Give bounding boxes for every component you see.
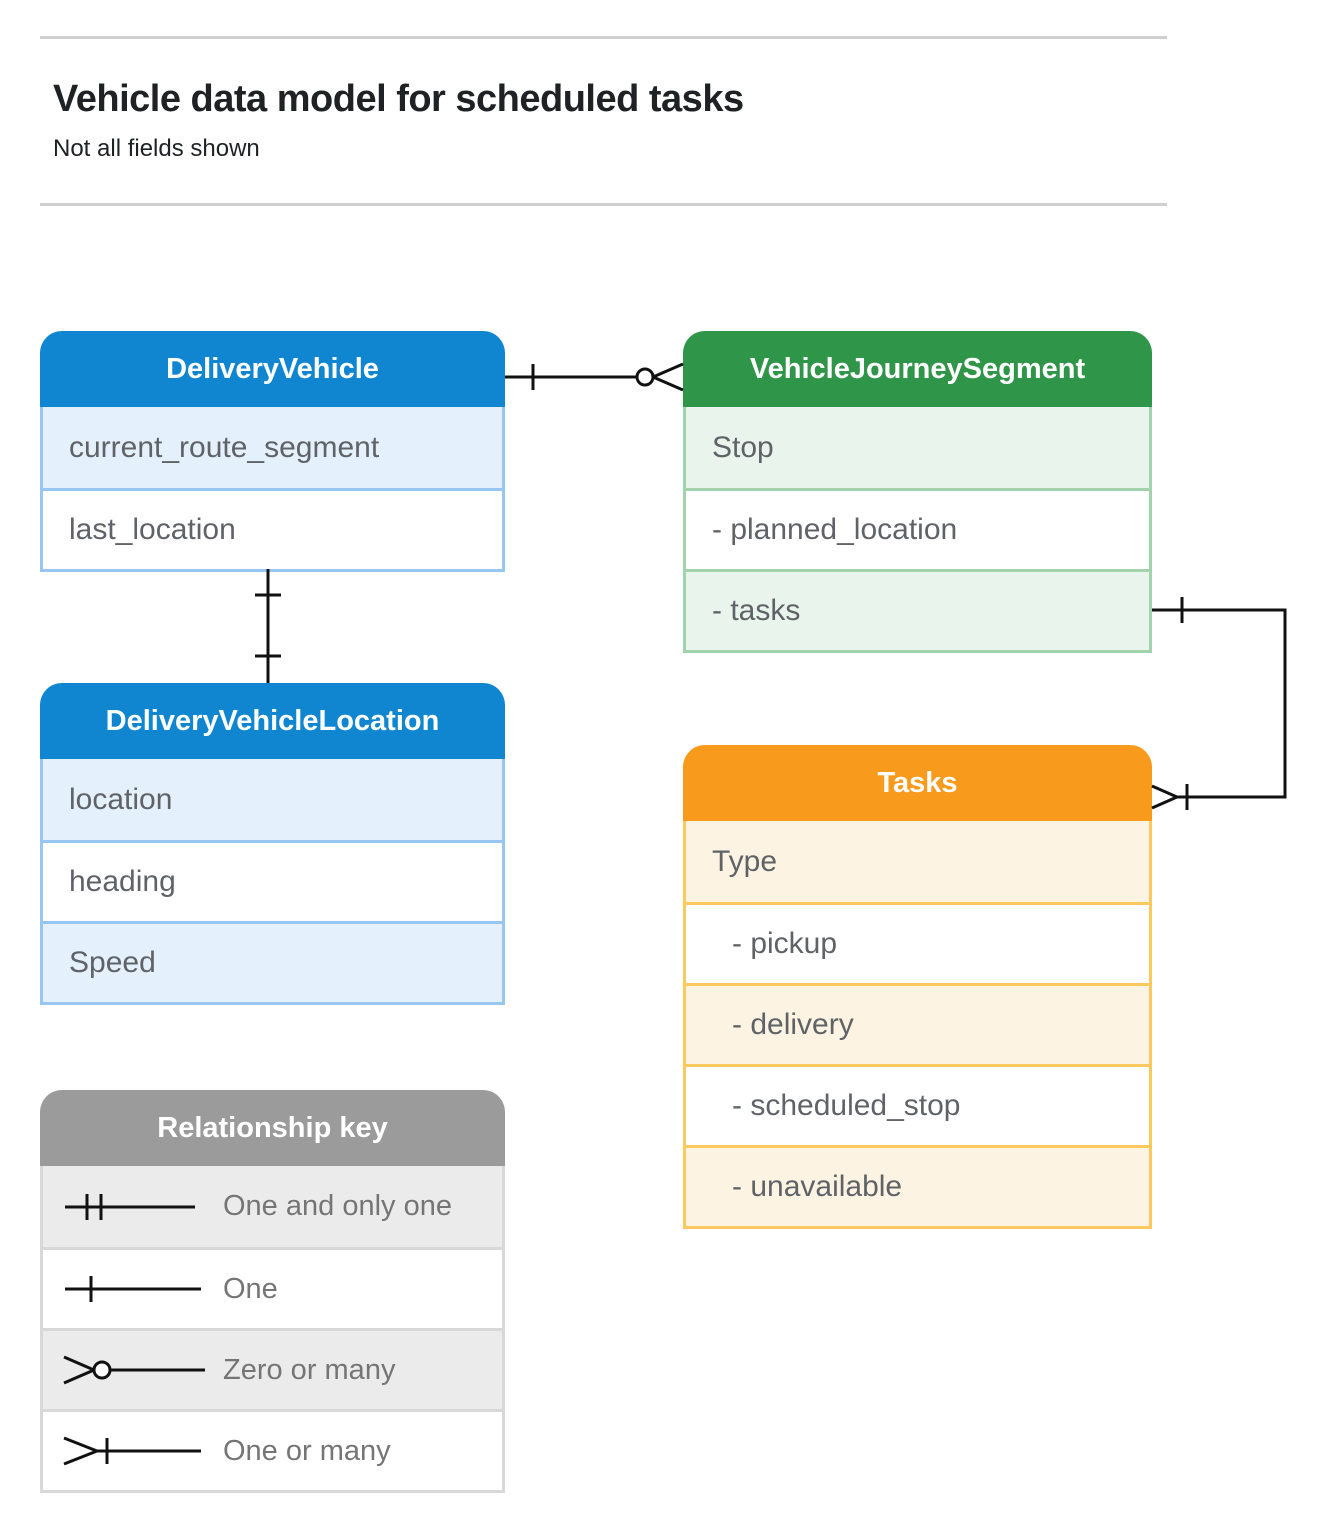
legend-label: One and only one	[223, 1190, 452, 1222]
field-row-unavailable: - unavailable	[686, 1145, 1149, 1226]
legend-label: Zero or many	[223, 1353, 396, 1386]
entity-vehicle-journey-segment: VehicleJourneySegment Stop - planned_loc…	[683, 331, 1152, 653]
zero-or-many-icon	[63, 1355, 205, 1385]
top-divider	[40, 36, 1167, 39]
legend-label: One or many	[223, 1434, 391, 1467]
legend-label: One	[223, 1272, 278, 1305]
entity-body-delivery-vehicle: current_route_segment last_location	[40, 407, 505, 572]
legend-item-one-or-many: One or many	[43, 1409, 502, 1490]
legend-item-one-and-only-one: One and only one	[43, 1166, 502, 1247]
entity-delivery-vehicle: DeliveryVehicle current_route_segment la…	[40, 331, 505, 572]
entity-header-delivery-vehicle: DeliveryVehicle	[40, 331, 505, 407]
connector-deliveryvehicle-deliveryvehiclelocation	[255, 569, 281, 683]
field-row-scheduled-stop: - scheduled_stop	[686, 1064, 1149, 1145]
entity-body-vehicle-journey-segment: Stop - planned_location - tasks	[683, 407, 1152, 653]
relationship-key-header: Relationship key	[40, 1090, 505, 1166]
one-icon	[65, 1276, 201, 1302]
relationship-key-body: One and only one One	[40, 1166, 505, 1493]
entity-header-vehicle-journey-segment: VehicleJourneySegment	[683, 331, 1152, 407]
field-row-pickup: - pickup	[686, 902, 1149, 983]
one-and-only-one-icon	[65, 1193, 195, 1220]
entity-header-delivery-vehicle-location: DeliveryVehicleLocation	[40, 683, 505, 759]
field-row-stop: Stop	[686, 407, 1149, 488]
page-title: Vehicle data model for scheduled tasks	[53, 78, 744, 120]
field-row-type: Type	[686, 821, 1149, 902]
entity-header-tasks: Tasks	[683, 745, 1152, 821]
field-row-heading: heading	[43, 840, 502, 921]
entity-delivery-vehicle-location: DeliveryVehicleLocation location heading…	[40, 683, 505, 1005]
field-row-tasks: - tasks	[686, 569, 1149, 650]
field-row-speed: Speed	[43, 921, 502, 1002]
field-row-current-route-segment: current_route_segment	[43, 407, 502, 488]
legend-item-zero-or-many: Zero or many	[43, 1328, 502, 1409]
connector-deliveryvehicle-vehiclejourneysegment	[505, 362, 684, 392]
field-row-delivery: - delivery	[686, 983, 1149, 1064]
entity-body-delivery-vehicle-location: location heading Speed	[40, 759, 505, 1005]
connector-vehiclejourneysegment-tasks	[1151, 597, 1287, 810]
subtitle-divider	[40, 203, 1167, 206]
field-row-location: location	[43, 759, 502, 840]
field-row-last-location: last_location	[43, 488, 502, 569]
relationship-key: Relationship key One and only one	[40, 1090, 505, 1493]
one-or-many-icon	[63, 1436, 201, 1466]
field-row-planned-location: - planned_location	[686, 488, 1149, 569]
entity-tasks: Tasks Type - pickup - delivery - schedul…	[683, 745, 1152, 1229]
entity-body-tasks: Type - pickup - delivery - scheduled_sto…	[683, 821, 1152, 1229]
legend-item-one: One	[43, 1247, 502, 1328]
page-subtitle: Not all fields shown	[53, 135, 260, 162]
